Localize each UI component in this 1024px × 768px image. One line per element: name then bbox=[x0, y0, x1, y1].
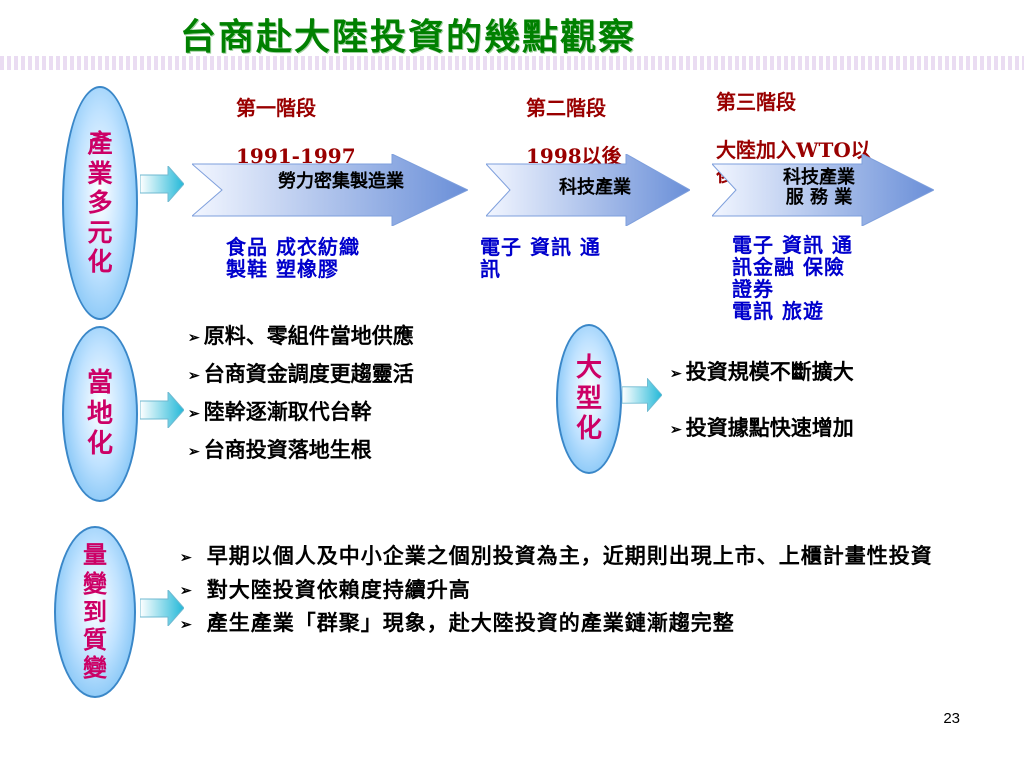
qualitative-label: 量 變 到 質 變 bbox=[83, 540, 107, 683]
bullet-arrow-icon: ➢ bbox=[670, 421, 682, 438]
bullet-arrow-icon: ➢ bbox=[188, 329, 200, 346]
list-item: ➢投資規模不斷擴大 bbox=[670, 359, 854, 384]
diversification-ellipse: 產 業 多 元 化 bbox=[62, 86, 138, 320]
list-item: ➢早期以個人及中小企業之個別投資為主，近期則出現上市、上櫃計畫性投資 bbox=[180, 543, 933, 568]
stage-1-name: 第一階段 bbox=[236, 96, 316, 120]
title-divider bbox=[0, 56, 1024, 70]
list-item: ➢投資據點快速增加 bbox=[670, 415, 854, 440]
qualitative-pointer-icon bbox=[140, 590, 184, 626]
stage-3-name: 第三階段 bbox=[716, 90, 796, 114]
large-scale-list: ➢投資規模不斷擴大 ➢投資據點快速增加 bbox=[670, 360, 854, 454]
list-item: ➢台商資金調度更趨靈活 bbox=[188, 361, 414, 386]
bullet-arrow-icon: ➢ bbox=[188, 367, 200, 384]
slide-title: 台商赴大陸投資的幾點觀察 bbox=[180, 16, 637, 58]
bullet-arrow-icon: ➢ bbox=[670, 365, 682, 382]
stage-2-name: 第二階段 bbox=[526, 96, 606, 120]
qualitative-ellipse: 量 變 到 質 變 bbox=[54, 526, 136, 698]
diversification-pointer-icon bbox=[140, 166, 184, 202]
large-scale-ellipse: 大 型 化 bbox=[556, 324, 622, 474]
list-item: ➢對大陸投資依賴度持續升高 bbox=[180, 576, 471, 602]
bullet-arrow-icon: ➢ bbox=[180, 616, 193, 633]
localization-pointer-icon bbox=[140, 392, 184, 428]
bullet-arrow-icon: ➢ bbox=[188, 405, 200, 422]
list-item: ➢陸幹逐漸取代台幹 bbox=[188, 399, 372, 424]
large-scale-pointer-icon bbox=[622, 378, 662, 412]
stage-3-arrow-icon bbox=[712, 154, 934, 226]
stage-3-details: 電子 資訊 通 訊金融 保險 證券 電訊 旅遊 bbox=[732, 233, 853, 323]
bullet-arrow-icon: ➢ bbox=[180, 549, 193, 566]
page-number: 23 bbox=[943, 710, 960, 727]
localization-ellipse: 當 地 化 bbox=[62, 326, 138, 502]
localization-label: 當 地 化 bbox=[86, 367, 113, 460]
bullet-arrow-icon: ➢ bbox=[188, 443, 200, 460]
stage-1-arrow-icon bbox=[192, 154, 468, 226]
list-item: ➢原料、零組件當地供應 bbox=[188, 323, 414, 348]
stage-2-details: 電子 資訊 通 訊 bbox=[480, 235, 601, 281]
diversification-label: 產 業 多 元 化 bbox=[87, 129, 113, 277]
bullet-arrow-icon: ➢ bbox=[180, 583, 193, 599]
stage-2-arrow-icon bbox=[486, 154, 690, 226]
stage-2-arrow-label: 科技產業 bbox=[559, 177, 631, 198]
localization-list: ➢原料、零組件當地供應 ➢台商資金調度更趨靈活 ➢陸幹逐漸取代台幹 ➢台商投資落… bbox=[188, 324, 414, 476]
large-scale-label: 大 型 化 bbox=[575, 352, 602, 445]
stage-1-arrow-label: 勞力密集製造業 bbox=[278, 171, 404, 192]
list-item: ➢台商投資落地生根 bbox=[188, 437, 372, 462]
list-item: ➢產生產業「群聚」現象，赴大陸投資的產業鏈漸趨完整 bbox=[180, 610, 735, 635]
stage-3-arrow-label: 科技產業 服 務 業 bbox=[783, 167, 855, 208]
qualitative-list: ➢早期以個人及中小企業之個別投資為主，近期則出現上市、上櫃計畫性投資 ➢對大陸投… bbox=[180, 540, 940, 641]
stage-1-details: 食品 成衣紡織 製鞋 塑橡膠 bbox=[226, 235, 360, 281]
